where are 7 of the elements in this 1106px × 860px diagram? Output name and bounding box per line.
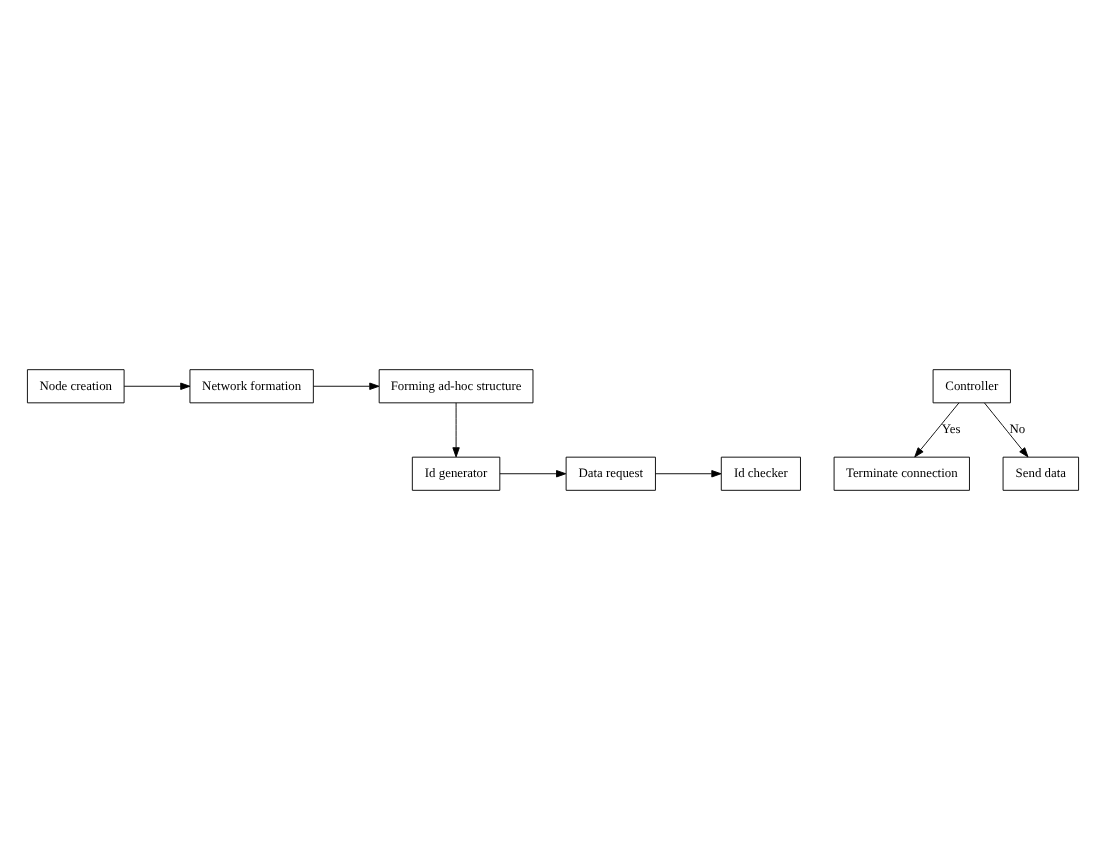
- arrow: [499, 470, 567, 478]
- arrow: [914, 402, 960, 458]
- arrow: [655, 470, 722, 478]
- arrow: [983, 402, 1029, 458]
- arrow: [313, 382, 380, 390]
- arrow: [452, 402, 460, 458]
- arrow: [123, 382, 191, 390]
